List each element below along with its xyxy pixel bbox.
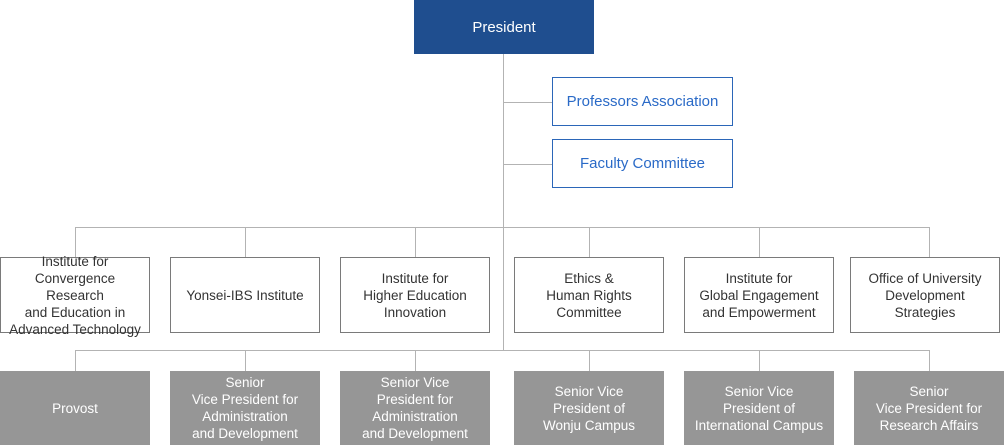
institute-drop-line <box>929 227 930 257</box>
executive-drop-line <box>245 350 246 371</box>
ethics-human-rights-committee-node: Ethics & Human Rights Committee <box>514 257 664 333</box>
professors-association-node: Professors Association <box>552 77 733 126</box>
institute-drop-line <box>589 227 590 257</box>
executive-drop-line <box>759 350 760 371</box>
provost-node: Provost <box>0 371 150 445</box>
institute-drop-line <box>759 227 760 257</box>
executive-drop-line <box>415 350 416 371</box>
development-strategies-office-node: Office of University Development Strateg… <box>850 257 1000 333</box>
advisory-branch-line-2 <box>503 164 552 165</box>
executive-drop-line <box>589 350 590 371</box>
svp-research-affairs-node: Senior Vice President for Research Affai… <box>854 371 1004 445</box>
svp-wonju-campus-node: Senior Vice President of Wonju Campus <box>514 371 664 445</box>
faculty-committee-node: Faculty Committee <box>552 139 733 188</box>
institute-drop-line <box>75 227 76 257</box>
executives-bus-line <box>75 350 930 351</box>
convergence-research-institute-node: Institute for Convergence Research and E… <box>0 254 150 337</box>
yonsei-ibs-institute-node: Yonsei-IBS Institute <box>170 257 320 333</box>
higher-education-innovation-node: Institute for Higher Education Innovatio… <box>340 257 490 333</box>
executive-drop-line <box>929 350 930 371</box>
svp-administration-development-node-2: Senior Vice President for Administration… <box>340 371 490 445</box>
global-engagement-institute-node: Institute for Global Engagement and Empo… <box>684 257 834 333</box>
executive-drop-line <box>75 350 76 371</box>
institutes-bus-line <box>75 227 930 228</box>
main-trunk-line <box>503 54 504 350</box>
institute-drop-line <box>415 227 416 257</box>
president-node: President <box>414 0 594 54</box>
svp-international-campus-node: Senior Vice President of International C… <box>684 371 834 445</box>
svp-administration-development-node: Senior Vice President for Administration… <box>170 371 320 445</box>
advisory-branch-line-1 <box>503 102 552 103</box>
institute-drop-line <box>245 227 246 257</box>
